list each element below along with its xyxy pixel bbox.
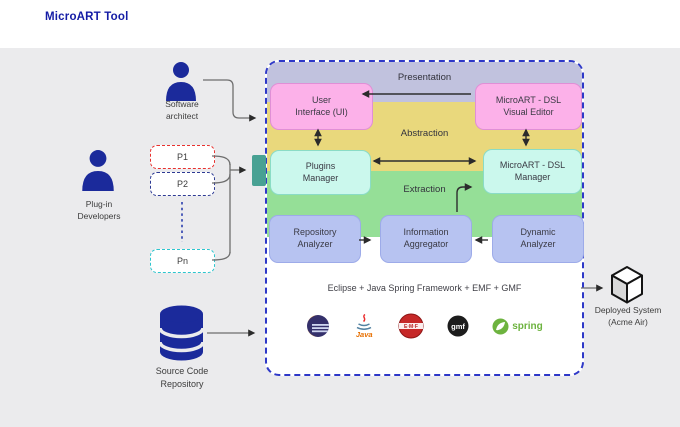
presentation-layer-label: Presentation bbox=[397, 72, 452, 83]
dynamic-analyzer-box: Dynamic Analyzer bbox=[492, 215, 584, 263]
page-title: MicroART Tool bbox=[45, 11, 129, 23]
gmf-logo-text: gmf bbox=[451, 322, 465, 331]
microart-architecture-container: Presentation Abstraction Extraction User… bbox=[265, 60, 584, 376]
microart-dsl-visual-editor-box: MicroART - DSL Visual Editor bbox=[475, 83, 582, 130]
software-architect-icon bbox=[166, 62, 196, 101]
gmf-logo-icon: gmf bbox=[447, 315, 469, 337]
framework-logos-row: Java E·M·F gmf spring bbox=[267, 308, 582, 344]
extraction-layer-label: Extraction bbox=[403, 184, 446, 195]
abstraction-layer-label: Abstraction bbox=[400, 128, 449, 139]
emf-logo-icon: E·M·F bbox=[398, 313, 424, 339]
plugin-box-pn-label: Pn bbox=[176, 256, 188, 266]
emf-logo-text: E·M·F bbox=[404, 324, 418, 330]
deployed-system-label: Deployed System (Acme Air) bbox=[594, 305, 662, 327]
user-interface-box: User Interface (UI) bbox=[270, 83, 373, 130]
software-architect-label: Software architect bbox=[165, 99, 199, 121]
deployed-system-cube-icon bbox=[611, 266, 643, 304]
java-logo-text: Java bbox=[355, 329, 373, 339]
spring-logo-text: spring bbox=[512, 320, 543, 332]
plugin-box-p2: P2 bbox=[150, 172, 215, 196]
plugins-manager-box: Plugins Manager bbox=[270, 150, 371, 195]
microart-dsl-manager-box: MicroART - DSL Manager bbox=[483, 149, 582, 194]
source-code-repository-icon bbox=[158, 305, 205, 361]
plugin-developers-icon bbox=[82, 150, 114, 191]
plugin-box-p1: P1 bbox=[150, 145, 215, 169]
plugin-box-p2-label: P2 bbox=[176, 179, 188, 189]
plugin-developers-label: Plug-in Developers bbox=[77, 199, 121, 221]
eclipse-logo-icon bbox=[306, 314, 330, 338]
framework-caption: Eclipse + Java Spring Framework + EMF + … bbox=[327, 283, 522, 293]
plugin-box-p1-label: P1 bbox=[176, 152, 188, 162]
repository-analyzer-box: Repository Analyzer bbox=[269, 215, 361, 263]
source-code-repository-label: Source Code Repository bbox=[155, 366, 209, 389]
spring-logo-icon: spring bbox=[492, 318, 543, 335]
plugin-port-connector bbox=[252, 155, 266, 186]
information-aggregator-box: Information Aggregator bbox=[380, 215, 472, 263]
java-logo-icon: Java bbox=[353, 313, 375, 339]
plugin-box-pn: Pn bbox=[150, 249, 215, 273]
